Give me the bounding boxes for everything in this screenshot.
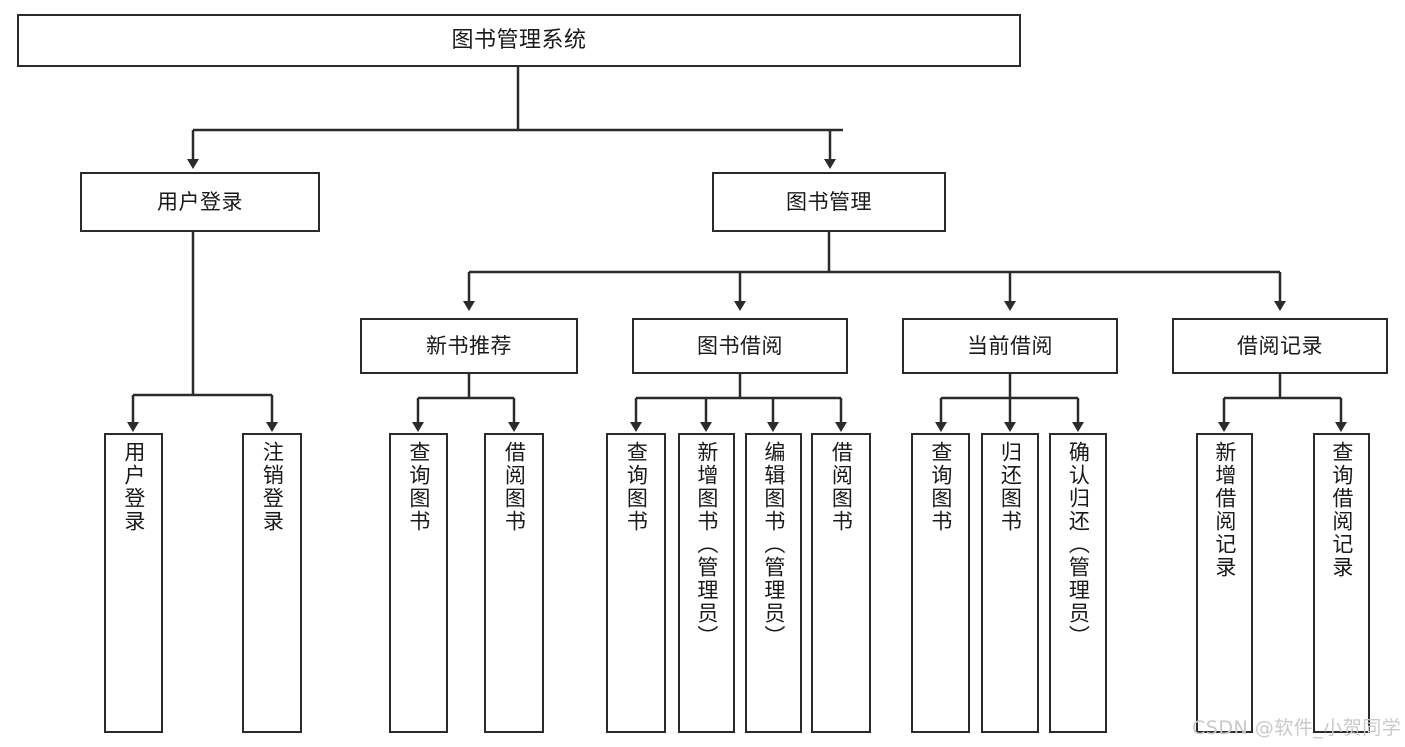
node-root-label: 图书管理系统 — [451, 27, 587, 53]
leaf-edit-book-label: 编辑图书（管理员） — [761, 441, 786, 648]
leaf-query-book-1-label: 查询图书 — [406, 441, 431, 533]
node-book-borrow[interactable]: 图书借阅 — [632, 318, 848, 374]
node-book-borrow-label: 图书借阅 — [697, 333, 783, 358]
leaf-confirm-return[interactable]: 确认归还（管理员） — [1049, 433, 1107, 733]
leaf-user-login[interactable]: 用户登录 — [104, 433, 163, 733]
leaf-add-borrow-record-label: 新增借阅记录 — [1212, 441, 1237, 579]
leaf-query-borrow-record-label: 查询借阅记录 — [1329, 441, 1354, 579]
node-new-book-recommend-label: 新书推荐 — [426, 333, 512, 358]
leaf-query-book-3-label: 查询图书 — [928, 441, 953, 533]
leaf-logout-login-label: 注销登录 — [260, 441, 285, 533]
csdn-watermark: CSDN @软件_小贺同学 — [1192, 717, 1402, 739]
leaf-query-book-1[interactable]: 查询图书 — [389, 433, 448, 733]
node-borrow-record-label: 借阅记录 — [1237, 333, 1323, 358]
leaf-query-borrow-record[interactable]: 查询借阅记录 — [1313, 433, 1370, 733]
leaf-query-book-3[interactable]: 查询图书 — [911, 433, 970, 733]
leaf-user-login-label: 用户登录 — [121, 441, 146, 533]
node-root[interactable]: 图书管理系统 — [17, 14, 1021, 67]
node-book-management-label: 图书管理 — [786, 189, 872, 214]
leaf-confirm-return-label: 确认归还（管理员） — [1066, 441, 1091, 648]
node-borrow-record[interactable]: 借阅记录 — [1172, 318, 1388, 374]
leaf-borrow-book-2[interactable]: 借阅图书 — [811, 433, 871, 733]
node-user-login-label: 用户登录 — [157, 189, 243, 214]
leaf-add-book[interactable]: 新增图书（管理员） — [678, 433, 735, 733]
node-current-borrow-label: 当前借阅 — [967, 333, 1053, 358]
leaf-borrow-book-1-label: 借阅图书 — [502, 441, 527, 533]
node-current-borrow[interactable]: 当前借阅 — [902, 318, 1118, 374]
leaf-borrow-book-2-label: 借阅图书 — [829, 441, 854, 533]
leaf-add-borrow-record[interactable]: 新增借阅记录 — [1196, 433, 1253, 733]
node-new-book-recommend[interactable]: 新书推荐 — [360, 318, 578, 374]
leaf-query-book-2[interactable]: 查询图书 — [606, 433, 666, 733]
node-book-management[interactable]: 图书管理 — [712, 172, 946, 232]
leaf-return-book[interactable]: 归还图书 — [981, 433, 1039, 733]
leaf-add-book-label: 新增图书（管理员） — [694, 441, 719, 648]
leaf-borrow-book-1[interactable]: 借阅图书 — [484, 433, 544, 733]
leaf-query-book-2-label: 查询图书 — [624, 441, 649, 533]
leaf-logout-login[interactable]: 注销登录 — [242, 433, 302, 733]
leaf-edit-book[interactable]: 编辑图书（管理员） — [745, 433, 802, 733]
leaf-return-book-label: 归还图书 — [998, 441, 1023, 533]
node-user-login[interactable]: 用户登录 — [80, 172, 320, 232]
